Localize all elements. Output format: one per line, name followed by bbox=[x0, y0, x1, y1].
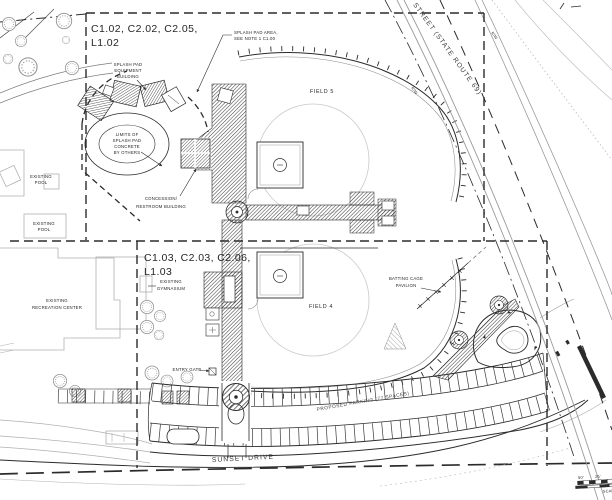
limits-label: CONCRETE bbox=[114, 144, 140, 149]
concession-label: RESTROOM BUILDING bbox=[136, 204, 186, 209]
state-route-69 bbox=[384, 0, 612, 500]
scale-bar bbox=[575, 478, 612, 489]
splash-equipment-label: BUILDING bbox=[117, 74, 139, 79]
fence-post-icon bbox=[425, 296, 431, 302]
tree-icon bbox=[2, 53, 14, 65]
tree-icon bbox=[180, 370, 194, 384]
scale-word-label: SCALE bbox=[603, 488, 612, 494]
tree-icon bbox=[61, 35, 71, 45]
parking-label: PROPOSED PARKING (77 SPACES) bbox=[316, 391, 410, 413]
sheet-ref-upper-line2: L1.02 bbox=[91, 37, 119, 49]
limits-label: SPLASH PAD bbox=[113, 138, 142, 143]
fence-post-icon bbox=[417, 303, 423, 309]
parking-lot bbox=[57, 352, 551, 458]
limits-label: BY OTHERS bbox=[114, 150, 141, 155]
sheet-ref-lower-line2: L1.03 bbox=[144, 266, 172, 278]
batting-leader bbox=[420, 287, 442, 293]
splash-equipment-label: SPLASH PAD bbox=[114, 62, 143, 67]
field-4 bbox=[235, 243, 467, 399]
fence-post-icon bbox=[441, 282, 447, 288]
phase-boundaries bbox=[10, 12, 548, 468]
splash-area-label: SEE NOTE 1 C1.00 bbox=[234, 36, 276, 41]
sheet-ref-upper-line1: C1.02, C2.02, C2.05, bbox=[91, 23, 198, 35]
landscape-corner bbox=[0, 8, 114, 104]
tree-icon bbox=[15, 35, 27, 47]
splash-pad bbox=[77, 70, 209, 222]
equipment-leader bbox=[136, 79, 147, 91]
tree-icon bbox=[18, 57, 38, 77]
concession-label: CONCESSION/ bbox=[145, 196, 178, 201]
entry-plaza-node bbox=[221, 382, 251, 412]
right-of-way-label: R/W bbox=[410, 86, 419, 96]
concession-leader bbox=[179, 168, 197, 197]
limits-leader bbox=[140, 151, 163, 167]
existing-pool-label: EXISTING bbox=[33, 221, 55, 226]
splash-area-leader bbox=[196, 34, 232, 93]
scale-50-label: 50' bbox=[578, 475, 584, 480]
central-walkways bbox=[52, 83, 397, 399]
tree-icon bbox=[144, 365, 160, 381]
tree-icon bbox=[153, 329, 165, 341]
scale-25-label: 25' bbox=[595, 474, 601, 479]
fence-post-icon bbox=[449, 275, 455, 281]
existing-buildings bbox=[0, 149, 246, 486]
field-4-label: FIELD 4 bbox=[309, 304, 333, 310]
tree-icon bbox=[154, 310, 166, 322]
right-of-way-label: R/W bbox=[490, 31, 499, 41]
walk-node bbox=[489, 295, 509, 315]
rec-center-label: RECREATION CENTER bbox=[32, 305, 82, 310]
splash-area-label: SPLASH PAD AREA, bbox=[234, 30, 278, 35]
gym-label: EXISTING bbox=[160, 279, 182, 284]
existing-pool-label: POOL bbox=[35, 180, 48, 185]
gym-label: GYMNASIUM bbox=[157, 286, 186, 291]
existing-pool-label: EXISTING bbox=[30, 174, 52, 179]
entry-gate-label: ENTRY GATE bbox=[173, 367, 202, 372]
batting-cage-label: BATTING CAGE bbox=[389, 276, 423, 281]
batting-cage-walk bbox=[383, 246, 520, 381]
sunset-drive-label: SUNSET DRIVE bbox=[212, 454, 274, 464]
tree-icon bbox=[139, 319, 155, 335]
tree-icon bbox=[1, 16, 17, 32]
road-median bbox=[577, 345, 606, 399]
tree-icon bbox=[55, 12, 73, 30]
rec-center-label: EXISTING bbox=[46, 298, 68, 303]
splash-equipment-building bbox=[77, 79, 187, 122]
sunset-drive bbox=[0, 399, 612, 487]
entry-gate-leader bbox=[199, 369, 210, 373]
splash-equipment-label: EQUIPMENT bbox=[114, 68, 142, 73]
property-line bbox=[0, 462, 612, 475]
tree-icon bbox=[139, 299, 155, 315]
limits-label: LIMITS OF bbox=[116, 132, 139, 137]
walk-node bbox=[449, 330, 469, 350]
field-5 bbox=[237, 46, 467, 217]
tree-icon bbox=[52, 373, 68, 389]
sheet-ref-lower-line1: C1.03, C2.03, C2.06, bbox=[144, 252, 251, 264]
annotations: C1.02, C2.02, C2.05, L1.02 C1.03, C2.03,… bbox=[30, 0, 499, 464]
field-5-label: FIELD 5 bbox=[310, 89, 334, 95]
existing-pool-label: POOL bbox=[38, 227, 51, 232]
planting-area bbox=[383, 322, 407, 350]
batting-cage-label: PAVILION bbox=[396, 283, 417, 288]
graphic-scale: 50' 25' SCALE bbox=[575, 474, 612, 494]
tree-icon bbox=[64, 60, 80, 76]
